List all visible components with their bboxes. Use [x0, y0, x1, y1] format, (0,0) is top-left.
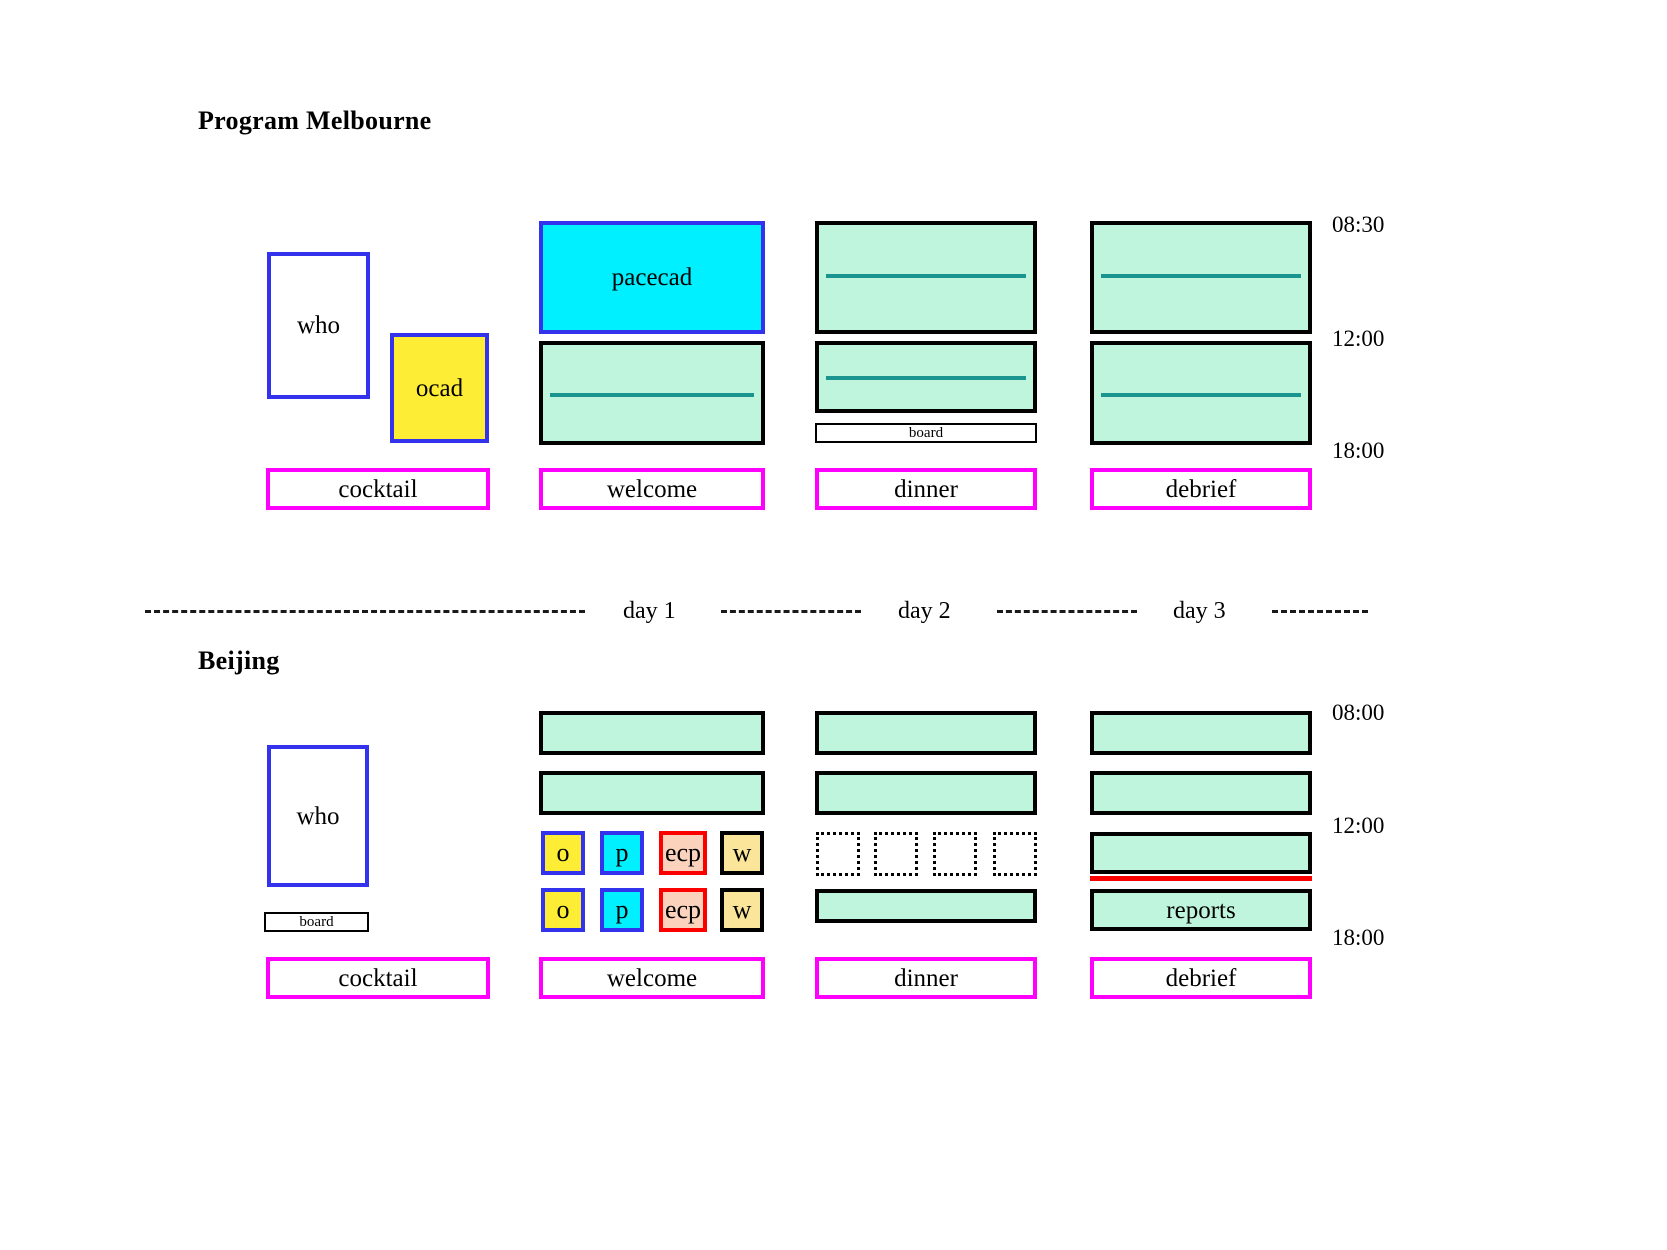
beijing-chip-w-row1-label: w — [732, 838, 752, 867]
melbourne-who-box[interactable]: who — [267, 252, 370, 399]
beijing-day2-placeholder-3[interactable] — [933, 832, 977, 876]
melbourne-dinner-label: dinner — [894, 475, 958, 503]
beijing-chip-p-row2-label: p — [615, 895, 629, 924]
beijing-time-label-0: 08:00 — [1332, 700, 1385, 725]
beijing-day2-slot-3[interactable] — [815, 889, 1037, 923]
beijing-chip-ecp-row1[interactable]: ecp — [659, 831, 707, 875]
melbourne-day3-footer-box[interactable]: debrief — [1090, 468, 1312, 510]
beijing-day1-slot-1[interactable] — [539, 711, 765, 755]
beijing-day3-slot-2[interactable] — [1090, 771, 1312, 815]
beijing-reports-label: reports — [1166, 896, 1236, 924]
beijing-day3-slot-3[interactable] — [1090, 832, 1312, 874]
beijing-day1-slot-2[interactable] — [539, 771, 765, 815]
beijing-chip-ecp-row2[interactable]: ecp — [659, 888, 707, 932]
day-separator-segment-0 — [145, 610, 585, 613]
melbourne-day2-footer-box[interactable]: dinner — [815, 468, 1037, 510]
beijing-chip-o-row2-label: o — [556, 895, 570, 924]
beijing-day2-placeholder-1[interactable] — [816, 832, 860, 876]
melbourne-time-label-2: 18:00 — [1332, 438, 1385, 463]
day-separator-segment-2 — [997, 610, 1137, 613]
melbourne-ocad-box[interactable]: ocad — [390, 333, 489, 443]
beijing-who-label: who — [296, 802, 340, 830]
day-label-1: day 1 — [623, 598, 676, 624]
beijing-chip-o-row1[interactable]: o — [541, 831, 585, 875]
beijing-day1-footer-box[interactable]: welcome — [539, 957, 765, 999]
melbourne-welcome-label: welcome — [606, 475, 698, 503]
melbourne-ocad-label: ocad — [415, 374, 464, 402]
melbourne-day1-footer-box[interactable]: welcome — [539, 468, 765, 510]
beijing-chip-ecp-row2-label: ecp — [664, 895, 702, 924]
beijing-day0-board-box[interactable]: board — [264, 912, 369, 932]
melbourne-pacecad-box[interactable]: pacecad — [539, 221, 765, 334]
melbourne-pacecad-label: pacecad — [611, 264, 693, 291]
beijing-who-box[interactable]: who — [267, 745, 369, 887]
melbourne-day2-afternoon-divider — [826, 376, 1026, 380]
beijing-day2-footer-box[interactable]: dinner — [815, 957, 1037, 999]
beijing-day0-footer-box[interactable]: cocktail — [266, 957, 490, 999]
beijing-day3-footer-box[interactable]: debrief — [1090, 957, 1312, 999]
melbourne-debrief-label: debrief — [1165, 475, 1237, 503]
beijing-chip-p-row1[interactable]: p — [600, 831, 644, 875]
beijing-board-label: board — [299, 913, 334, 930]
beijing-debrief-label: debrief — [1165, 964, 1237, 992]
day-label-2: day 2 — [898, 598, 951, 624]
day-label-3: day 3 — [1173, 598, 1226, 624]
beijing-chip-w-row1[interactable]: w — [720, 831, 764, 875]
beijing-day2-slot-2[interactable] — [815, 771, 1037, 815]
beijing-day2-slot-1[interactable] — [815, 711, 1037, 755]
beijing-chip-w-row2-label: w — [732, 895, 752, 924]
beijing-dinner-label: dinner — [894, 964, 958, 992]
beijing-time-label-2: 18:00 — [1332, 925, 1385, 950]
beijing-section-title: Beijing — [198, 646, 280, 675]
melbourne-day0-footer-box[interactable]: cocktail — [266, 468, 490, 510]
melbourne-who-label: who — [296, 312, 341, 339]
day-separator-segment-1 — [721, 610, 861, 613]
beijing-chip-p-row1-label: p — [615, 838, 629, 867]
beijing-chip-ecp-row1-label: ecp — [664, 838, 702, 867]
melbourne-day1-session-divider — [550, 393, 754, 397]
beijing-day2-placeholder-2[interactable] — [874, 832, 918, 876]
beijing-chip-p-row2[interactable]: p — [600, 888, 644, 932]
melbourne-time-label-1: 12:00 — [1332, 326, 1385, 351]
beijing-day2-placeholder-4[interactable] — [993, 832, 1037, 876]
beijing-chip-o-row2[interactable]: o — [541, 888, 585, 932]
beijing-day3-reports-box[interactable]: reports — [1090, 889, 1312, 931]
melbourne-day3-afternoon-divider — [1101, 393, 1301, 397]
beijing-day3-red-divider — [1090, 876, 1312, 881]
beijing-cocktail-label: cocktail — [338, 964, 418, 992]
beijing-chip-o-row1-label: o — [556, 838, 570, 867]
beijing-day3-slot-1[interactable] — [1090, 711, 1312, 755]
melbourne-cocktail-label: cocktail — [338, 475, 418, 503]
melbourne-section-title: Program Melbourne — [198, 106, 432, 135]
melbourne-board-label: board — [908, 424, 944, 441]
beijing-chip-w-row2[interactable]: w — [720, 888, 764, 932]
beijing-welcome-label: welcome — [606, 964, 698, 992]
day-separator-segment-3 — [1272, 610, 1368, 613]
melbourne-time-label-0: 08:30 — [1332, 212, 1385, 237]
melbourne-day3-morning-divider — [1101, 274, 1301, 278]
melbourne-day2-board-box[interactable]: board — [815, 423, 1037, 443]
beijing-time-label-1: 12:00 — [1332, 813, 1385, 838]
melbourne-day2-morning-divider — [826, 274, 1026, 278]
